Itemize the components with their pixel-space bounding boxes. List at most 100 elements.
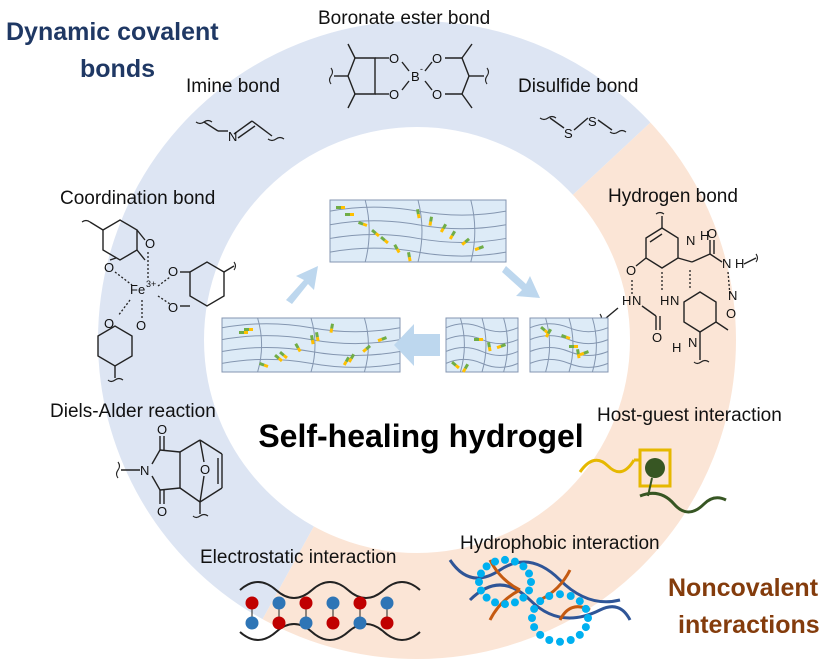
hydrophobic-dot — [491, 557, 500, 566]
crosslink-green — [429, 216, 433, 222]
svg-text:N: N — [728, 288, 737, 303]
gel-fiber — [445, 323, 519, 333]
gel-fiber — [445, 358, 519, 368]
hydrophobic-dot — [519, 562, 528, 571]
ion-top — [272, 596, 286, 610]
hydrophobic-dot — [476, 586, 485, 595]
hydrophobic-dot — [501, 600, 509, 609]
svg-text:O: O — [104, 260, 114, 275]
host-guest-label: Host-guest interaction — [597, 405, 782, 426]
ion-bottom — [326, 616, 340, 630]
svg-text:N: N — [228, 129, 237, 144]
hydrophobic-dot — [545, 635, 554, 644]
ion-top — [326, 596, 340, 610]
crosslink-green — [407, 252, 411, 258]
crosslink-yellow — [576, 353, 581, 359]
gel-fiber — [221, 346, 401, 356]
hydrophobic-dot — [528, 614, 536, 622]
crosslink-yellow — [416, 213, 421, 219]
svg-text:O: O — [389, 51, 399, 66]
hydrophobic-dot — [510, 598, 519, 607]
svg-text:N: N — [722, 256, 731, 271]
svg-text:H: H — [735, 256, 744, 271]
ion-pairs — [245, 596, 394, 630]
hydrophobic-dot — [530, 623, 539, 632]
hydrophobic-dot — [476, 569, 485, 578]
crosslink-yellow — [277, 357, 283, 363]
crosslink-green — [546, 328, 552, 335]
crosslink-green — [336, 206, 341, 209]
gel-fiber — [529, 346, 609, 356]
coordination-structure: O O Fe 3+ O O O O — [81, 219, 237, 383]
svg-text:O: O — [145, 236, 155, 251]
ion-top — [245, 596, 259, 610]
electrostatic-label: Electrostatic interaction — [200, 547, 396, 568]
svg-text:O: O — [389, 87, 399, 102]
crosslink-yellow — [448, 234, 454, 240]
svg-text:N: N — [686, 233, 695, 248]
gel-fiber — [481, 317, 487, 373]
crosslink-green — [560, 334, 567, 339]
hydrophobic-dot — [536, 630, 545, 639]
gel-fiber — [470, 199, 476, 263]
crosslink-green — [294, 343, 300, 349]
crosslink-yellow — [315, 336, 320, 342]
crosslink-yellow — [310, 339, 315, 345]
svg-text:Fe: Fe — [130, 282, 145, 297]
hydrophobic-dot — [519, 593, 528, 602]
boronate-ester-structure: O O O O B - — [328, 43, 490, 109]
ion-top — [380, 596, 394, 610]
ion-bottom — [353, 616, 367, 630]
crosslink-green — [310, 335, 314, 341]
svg-text:O: O — [652, 330, 662, 345]
hydrophobic-dot — [545, 592, 554, 601]
svg-text:N: N — [670, 293, 679, 308]
crosslink-green — [279, 350, 285, 357]
svg-text:N: N — [688, 335, 697, 350]
svg-text:S: S — [564, 126, 573, 141]
disulfide-label: Disulfide bond — [518, 76, 638, 97]
gel-fiber — [329, 233, 507, 243]
crosslink-green — [540, 326, 546, 332]
crosslink-green — [441, 223, 447, 230]
host-guest-structure — [578, 448, 727, 514]
crosslink-yellow — [374, 232, 380, 238]
svg-text:3+: 3+ — [146, 279, 156, 289]
ion-bottom — [380, 616, 394, 630]
gel-fibers — [221, 199, 609, 373]
svg-text:O: O — [168, 264, 178, 279]
crosslink-yellow — [579, 351, 585, 357]
crosslink-yellow — [461, 240, 467, 246]
gel-fiber — [221, 323, 401, 333]
gel-fiber — [545, 317, 551, 373]
gel-fiber — [459, 317, 465, 373]
crosslink-green — [463, 363, 470, 370]
crosslink-green — [393, 244, 399, 250]
crosslink-green — [569, 345, 574, 348]
center-title: Self-healing hydrogel — [258, 418, 583, 454]
crosslink-green — [576, 349, 580, 355]
hydrophobic-dot — [482, 593, 491, 602]
crosslink-yellow — [461, 367, 467, 373]
svg-text:H: H — [622, 293, 631, 308]
hydrophobic-dot — [491, 598, 500, 607]
svg-text:O: O — [157, 422, 167, 437]
crosslink-green — [500, 343, 507, 348]
hydrophobic-dot — [510, 557, 519, 566]
crosslink-yellow — [342, 360, 348, 366]
ion-top — [299, 596, 313, 610]
crosslink-yellow — [407, 256, 412, 262]
svg-text:O: O — [157, 504, 167, 519]
coordination-label: Coordination bond — [60, 188, 215, 209]
host-cavity — [638, 448, 672, 488]
hydrophobic-dot — [566, 592, 575, 601]
crosslink-yellow — [350, 213, 354, 216]
svg-text:H: H — [672, 340, 681, 355]
boronate-ester-label: Boronate ester bond — [318, 8, 490, 29]
gel-crosslinks — [239, 206, 589, 373]
ion-bottom — [272, 616, 286, 630]
gel-cycle — [221, 199, 609, 373]
crosslink-green — [474, 338, 479, 341]
diels-alder-label: Diels-Alder reaction — [50, 401, 216, 422]
